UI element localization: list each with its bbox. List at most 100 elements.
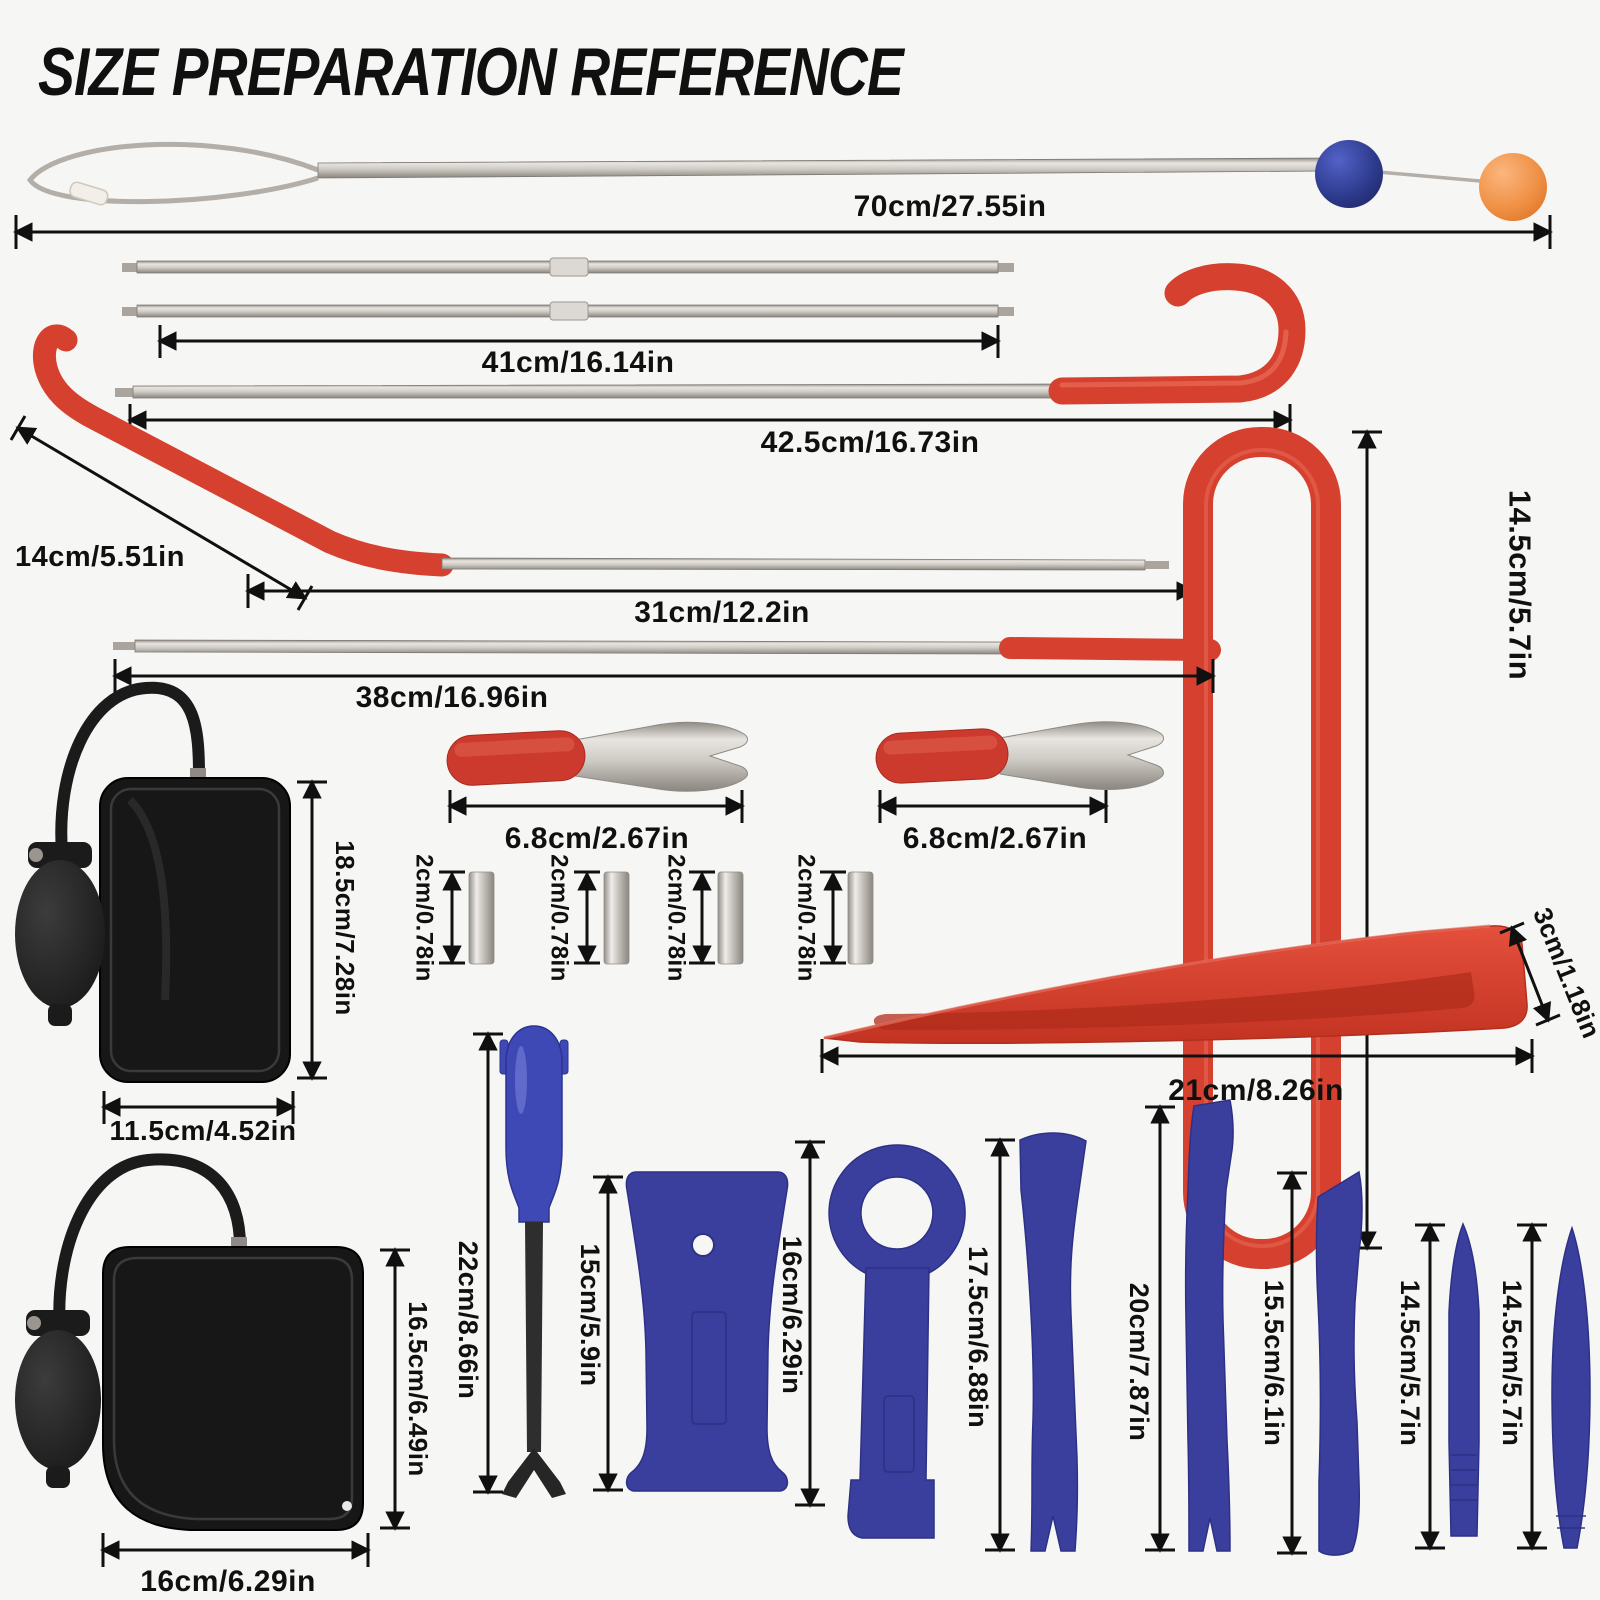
dim-cylinder-2: 2cm/0.78in [546,854,600,982]
tool-shaft [317,157,1331,179]
ball-wire [1377,170,1481,183]
wide-scraper [625,1171,789,1492]
wrench-head [574,721,748,792]
pry-body [1448,1222,1480,1537]
pry-body [1551,1225,1591,1549]
page-title: SIZE PREPARATION REFERENCE [38,34,906,110]
dim-label-bag-2-height: 16.5cm/6.49in [403,1301,433,1477]
pump-tube [55,681,205,858]
dim-label-cylinder-1: 2cm/0.78in [411,854,438,982]
ring-handle [847,1267,935,1539]
bulb-valve [26,1310,90,1336]
dim-label-bag-1-width: 11.5cm/4.52in [109,1115,296,1146]
dim-label-t-handle: 14.5cm/5.7in [1503,490,1538,680]
ring-pull-tool [828,1144,966,1539]
dim-t-handle: 14.5cm/5.7in [1352,429,1538,1251]
dim-paddle-pry: 14.5cm/5.7in [1497,1222,1547,1551]
cylinder [468,871,495,965]
cylinder [717,871,744,965]
paddle-pry [1551,1225,1591,1549]
t-handle-rod [113,427,1341,1269]
wedge-bag [99,777,291,1083]
wedge-highlight [823,924,1491,1040]
dim-wrench-1: 6.8cm/2.67in [447,790,745,855]
wrench-2 [875,721,1164,790]
valve-fitting [27,1316,41,1330]
dim-bag-2-height: 16.5cm/6.49in [380,1247,433,1531]
dim-label-rod-38: 38cm/16.96in [356,681,549,714]
dim-label-hook-rod: 42.5cm/16.73in [761,426,980,459]
wrench-1 [446,721,748,792]
scraper-body [625,1171,789,1492]
dim-label-wrench-2: 6.8cm/2.67in [903,822,1087,855]
recessed-panel [691,1311,727,1425]
red-grip [999,637,1221,661]
stick-pry [1448,1222,1480,1537]
dim-connector-rods: 41cm/16.14in [157,325,1001,379]
dim-label-long-reach: 70cm/27.55in [854,190,1047,223]
rod-connector [549,301,589,321]
orange-ball [1479,153,1547,221]
bag-grommet [342,1501,352,1511]
pump-bulb [15,1330,101,1470]
bag-sheen [127,797,171,1001]
dim-label-wedge-length: 21cm/8.26in [1168,1074,1344,1107]
red-wedge [823,924,1528,1044]
pry-body [1184,1099,1234,1552]
dim-label-fastener-remover: 22cm/8.66in [453,1241,483,1400]
dim-label-cylinder-3: 2cm/0.78in [663,854,690,982]
dim-label-flat-pry: 20cm/7.87in [1124,1283,1154,1442]
dim-bag-1-height: 18.5cm/7.28in [297,779,360,1081]
handle-highlight [454,737,575,757]
dim-label-notch-pry: 17.5cm/6.88in [963,1246,993,1428]
notch-pry [1019,1132,1087,1552]
bulb-nub [46,1466,70,1488]
ring-head [828,1144,966,1282]
rod-stub [115,388,133,397]
dim-label-wedge-height: 3cm/1.18in [1527,903,1600,1042]
rod-shaft [132,383,1063,399]
blue-ball [1315,140,1383,208]
bulb-nub [48,1004,72,1026]
cylinder [603,871,630,965]
air-pump-bag-2 [15,1153,364,1531]
bent-tool [33,324,1169,577]
pry-body [1315,1170,1363,1556]
rod-connector [549,257,589,277]
cylinder [847,871,874,965]
valve-fitting [29,848,43,862]
fastener-remover [499,1025,569,1498]
dim-label-bag-1-height: 18.5cm/7.28in [330,840,360,1016]
wrench-head [999,721,1164,790]
air-pump-bag-1 [15,681,291,1083]
dim-label-wrench-1: 6.8cm/2.67in [505,822,689,855]
dim-label-wide-pry-bar: 15.5cm/6.1in [1259,1280,1289,1447]
dim-hook-rod: 42.5cm/16.73in [127,404,1293,459]
rod-stub [998,307,1014,316]
hook-rod [115,263,1306,405]
wedge-bag [102,1246,364,1531]
dim-label-rod-31: 31cm/12.2in [634,596,810,629]
fork-tip [502,1448,566,1498]
long-reach-tool [26,140,1547,221]
bag-stitch-line [112,1256,354,1521]
handle-highlight [883,735,998,755]
bulb-valve [28,842,92,868]
red-bent-handle [33,324,454,577]
rod-stub [122,263,138,272]
dim-label-bent-tool: 14cm/5.51in [15,541,185,573]
dim-ring-pull-tool: 16cm/6.29in [777,1139,825,1508]
screwdriver-handle [505,1025,563,1223]
hang-hole [691,1233,715,1257]
rod-stub [113,642,135,650]
dim-label-cylinder-2: 2cm/0.78in [546,854,573,982]
dim-rod-38: 38cm/16.96in [112,659,1216,714]
dim-label-cylinder-4: 2cm/0.78in [793,854,820,982]
dim-wide-scraper: 15cm/5.9in [575,1174,623,1493]
dim-label-bag-2-width: 16cm/6.29in [140,1565,316,1598]
dim-cylinder-3: 2cm/0.78in [663,854,715,982]
dim-label-ring-pull-tool: 16cm/6.29in [777,1236,807,1395]
dim-long-reach: 70cm/27.55in [13,190,1553,249]
